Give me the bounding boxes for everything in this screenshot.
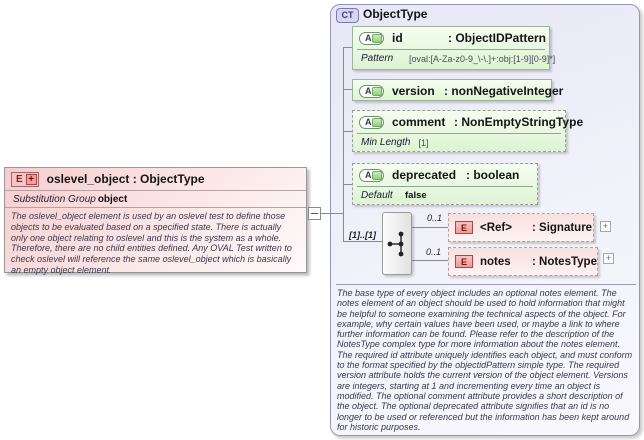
connector-branch-notes	[412, 260, 448, 261]
expand-toggle-notes[interactable]: +	[603, 253, 614, 264]
attribute-comment-facet-row: Min Length [1]	[353, 134, 565, 151]
element-badge: E	[455, 221, 473, 234]
substitution-group-row: Substitution Group object	[5, 191, 306, 208]
ref-occurrence: 0..1	[427, 213, 443, 223]
element-title: oslevel_object : ObjectType	[46, 172, 205, 186]
element-box-notes[interactable]: E notes : NotesType	[448, 247, 598, 276]
attribute-icon: A	[359, 115, 384, 129]
attribute-deprecated-facet-row: Default false	[353, 187, 537, 204]
attribute-badge-letter: A	[365, 170, 372, 180]
connector-element-to-type	[321, 213, 344, 214]
attribute-icon: A	[359, 168, 384, 182]
attribute-name: id	[392, 31, 403, 45]
attribute-box-version[interactable]: A version : nonNegativeInteger	[352, 79, 563, 102]
element-name: <Ref>	[480, 221, 512, 234]
complex-type-badge: CT	[336, 8, 359, 23]
element-badge: E +	[11, 171, 39, 187]
element-type: : NotesType	[532, 255, 597, 268]
divider	[357, 133, 561, 134]
element-name: notes	[480, 255, 511, 268]
attribute-badge-letter: A	[365, 86, 372, 96]
attribute-box-id[interactable]: A id : ObjectIDPattern Pattern [oval:[A-…	[352, 26, 555, 70]
collapse-toggle[interactable]	[308, 207, 321, 220]
element-box-ref[interactable]: E <Ref> : Signature	[448, 213, 594, 242]
attribute-badge-letter: A	[365, 117, 372, 127]
facet-label: Min Length	[361, 137, 411, 148]
connector-stub-comment	[343, 131, 352, 132]
facet-value: [1]	[418, 137, 429, 148]
attribute-badge-square	[372, 117, 382, 127]
sequence-icon	[387, 231, 404, 256]
attribute-box-deprecated[interactable]: A deprecated : boolean Default false	[352, 163, 538, 205]
complex-type-documentation: The base type of every object includes a…	[337, 288, 633, 432]
connector-stub-id	[343, 47, 352, 48]
attribute-version-title-row: A version : nonNegativeInteger	[353, 80, 563, 102]
element-type: : Signature	[532, 221, 593, 234]
attribute-badge-square	[372, 86, 382, 96]
attribute-badge-letter: A	[365, 33, 372, 43]
substitution-group-value: object	[97, 193, 128, 205]
facet-value: [oval:[A-Za-z0-9_\-\.]+:obj:[1-9][0-9]*]	[409, 53, 556, 64]
documentation-divider	[336, 284, 636, 285]
notes-occurrence: 0..1	[426, 247, 442, 257]
attribute-name: deprecated	[392, 168, 457, 182]
attribute-icon: A	[359, 31, 384, 45]
attribute-name: version	[392, 84, 435, 98]
attribute-type: : nonNegativeInteger	[444, 84, 564, 98]
element-badge: E	[455, 255, 473, 268]
divider	[357, 49, 545, 50]
attribute-icon: A	[359, 84, 384, 98]
connector-rail	[343, 47, 344, 241]
connector-stub-sequence	[343, 241, 382, 242]
attribute-type: : boolean	[466, 168, 520, 182]
attribute-badge-square	[372, 33, 382, 43]
expand-toggle-ref[interactable]: +	[600, 221, 611, 232]
divider	[357, 186, 533, 187]
attribute-box-comment[interactable]: A comment : NonEmptyStringType Min Lengt…	[352, 110, 583, 152]
connector-branch-ref	[412, 227, 448, 228]
sequence-cardinality: [1]..[1]	[349, 230, 376, 240]
attribute-id-title-row: A id : ObjectIDPattern	[353, 27, 549, 49]
attribute-type: : ObjectIDPattern	[448, 31, 547, 45]
attribute-id-facet-row: Pattern [oval:[A-Za-z0-9_\-\.]+:obj:[1-9…	[353, 50, 555, 67]
attribute-name: comment	[392, 115, 446, 129]
element-box-oslevel-object[interactable]: E + oslevel_object : ObjectType Substitu…	[4, 167, 307, 275]
facet-label: Pattern	[361, 53, 394, 64]
attribute-comment-title-row: A comment : NonEmptyStringType	[353, 111, 583, 133]
element-badge-letter: E	[16, 173, 23, 185]
facet-label: Default	[361, 190, 393, 201]
attribute-badge-square	[372, 170, 382, 180]
attribute-type: : NonEmptyStringType	[454, 115, 584, 129]
facet-value: false	[405, 190, 427, 201]
connector-stub-version	[343, 89, 352, 90]
attribute-deprecated-title-row: A deprecated : boolean	[353, 164, 537, 186]
element-plus-icon: +	[25, 173, 37, 185]
complex-type-title: ObjectType	[363, 7, 428, 21]
element-documentation: The oslevel_object element is used by an…	[11, 211, 292, 275]
minus-icon	[311, 213, 318, 214]
sequence-compositor[interactable]	[382, 212, 412, 275]
element-title-row: E + oslevel_object : ObjectType	[5, 168, 306, 191]
connector-stub-deprecated	[343, 184, 352, 185]
substitution-group-label: Substitution Group	[13, 193, 96, 205]
